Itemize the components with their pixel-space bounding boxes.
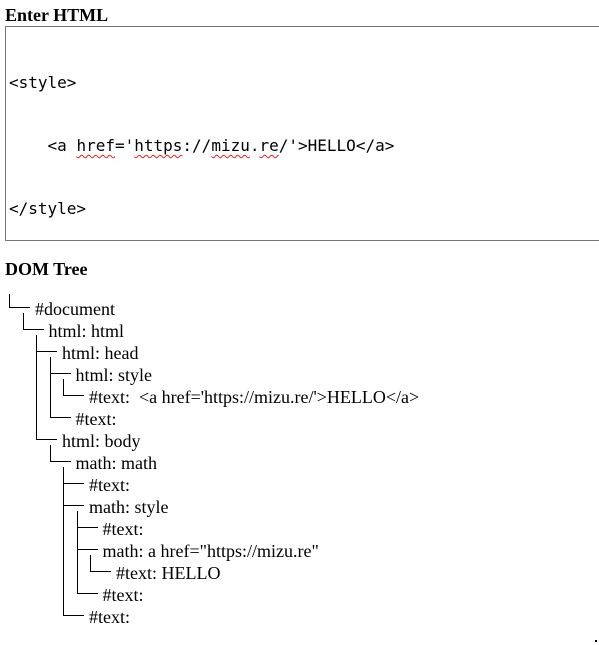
tree-connector-horizontal [36, 439, 57, 440]
tree-connector-horizontal [49, 461, 71, 462]
code-line-2: <a href='https://mizu.re/'>HELLO</a> [9, 136, 395, 155]
tree-node: math: math [75, 453, 157, 473]
tree-connector-vertical [22, 313, 24, 329]
tree-connector-horizontal [22, 329, 44, 330]
code-line-1: <style> [9, 73, 77, 92]
tree-connector-vertical [36, 335, 37, 439]
tree-node: html: body [62, 431, 141, 451]
tree-connector-vertical [76, 511, 78, 593]
tree-node: #document [35, 299, 115, 319]
tree-connector-vertical [63, 379, 64, 395]
tree-connector-horizontal [49, 373, 71, 374]
dom-tree-heading: DOM Tree [5, 259, 88, 279]
enter-html-heading: Enter HTML [5, 5, 109, 25]
tree-connector-horizontal [76, 527, 98, 528]
tree-connector-horizontal [49, 417, 71, 418]
tree-connector-horizontal [90, 571, 111, 572]
tree-node: #text: [89, 607, 130, 627]
tree-connector-horizontal [36, 351, 57, 352]
html-input-textarea[interactable]: <style> <a href='https://mizu.re/'>HELLO… [5, 26, 599, 241]
tree-node: math: a href="https://mizu.re" [102, 541, 319, 561]
tree-connector-horizontal [63, 483, 84, 484]
tree-connector-vertical [63, 467, 64, 615]
tree-connector-vertical [49, 357, 51, 417]
tree-node: html: head [62, 343, 139, 363]
tree-connector-vertical [49, 445, 51, 461]
tree-node: #text: HELLO [116, 563, 221, 583]
tree-connector-horizontal [76, 593, 98, 594]
tree-node: #text: <a href='https://mizu.re/'>HELLO<… [89, 387, 420, 407]
tree-node: #text: [89, 475, 130, 495]
tree-node: #text: [102, 519, 144, 539]
tree-node: math: style [89, 497, 169, 517]
tree-node: #text: [102, 585, 144, 605]
tree-connector-horizontal [63, 395, 84, 396]
tree-connector-vertical [9, 294, 10, 307]
resize-handle[interactable] [595, 640, 597, 642]
code-line-3: </style> [9, 199, 87, 218]
tree-connector-horizontal [63, 615, 84, 616]
tree-connector-vertical [90, 555, 91, 571]
tree-connector-horizontal [76, 549, 98, 550]
tree-node: html: html [48, 321, 125, 341]
tree-connector-horizontal [63, 505, 84, 506]
tree-node: #text: [75, 409, 117, 429]
tree-node: html: style [75, 365, 153, 385]
tree-connector-horizontal [9, 307, 30, 308]
